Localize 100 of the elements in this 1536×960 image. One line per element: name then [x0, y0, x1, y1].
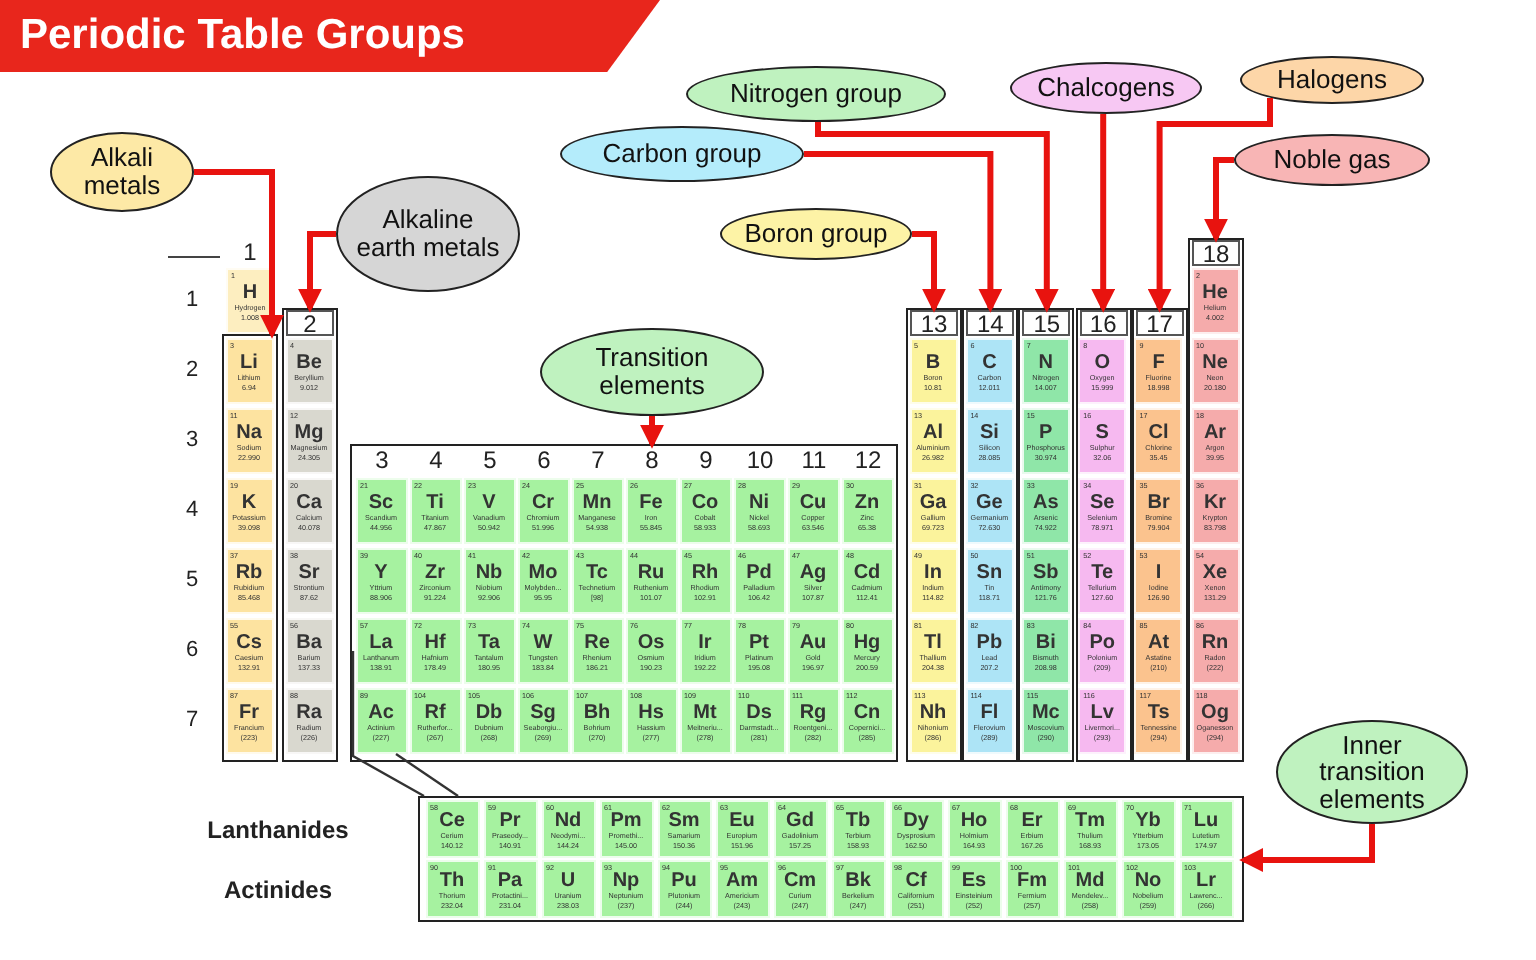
element-tile — [1121, 859, 1175, 917]
element-tile — [409, 617, 461, 683]
element-tile — [1021, 687, 1070, 753]
element-tile — [571, 547, 623, 613]
element-symbol: Er — [1021, 809, 1043, 831]
element-tile — [517, 547, 569, 613]
element-symbol: Cn — [853, 701, 881, 723]
element-tile — [1179, 799, 1233, 857]
element-symbol: Co — [691, 491, 719, 513]
element-symbol: Pr — [499, 809, 521, 831]
element-tile — [787, 687, 839, 753]
element-symbol: Nh — [919, 701, 947, 723]
arrow — [1204, 157, 1234, 243]
element-symbol: Fe — [639, 491, 663, 513]
element-symbol: Zn — [854, 491, 880, 513]
element-symbol: P — [1039, 421, 1053, 443]
element-tile — [965, 477, 1014, 543]
element-tile — [517, 687, 569, 753]
element-tile — [355, 547, 407, 613]
element-tile — [409, 477, 461, 543]
element-tile — [571, 617, 623, 683]
element-symbol: Nd — [554, 809, 582, 831]
group-column — [906, 308, 962, 762]
element-symbol: Db — [475, 701, 503, 723]
arrow — [1147, 98, 1273, 313]
period-number: 1 — [183, 286, 201, 314]
element-symbol: Po — [1089, 631, 1115, 653]
element-tile — [409, 687, 461, 753]
element-tile — [425, 859, 479, 917]
element-symbol: Lv — [1090, 701, 1114, 723]
element-tile — [909, 477, 957, 543]
element-symbol: B — [925, 351, 941, 373]
element-symbol: Fr — [239, 701, 259, 723]
element-tile — [625, 477, 677, 543]
element-tile — [355, 687, 407, 753]
group-number: 7 — [589, 448, 607, 474]
element-symbol: Tc — [586, 561, 608, 583]
element-symbol: Na — [236, 421, 262, 443]
element-symbol: Mc — [1031, 701, 1060, 723]
element-tile — [965, 407, 1014, 473]
group-number: 2 — [286, 310, 334, 336]
element-symbol: Ho — [960, 809, 988, 831]
element-tile — [463, 617, 515, 683]
element-symbol: Bk — [845, 869, 871, 891]
group-number: 11 — [799, 448, 829, 474]
element-tile — [909, 617, 957, 683]
element-tile — [889, 799, 943, 857]
element-symbol: Cd — [853, 561, 881, 583]
element-tile — [1134, 687, 1183, 753]
group-column — [282, 308, 338, 762]
element-symbol: Sc — [368, 491, 394, 513]
element-tile — [733, 547, 785, 613]
connector-line — [395, 753, 459, 797]
element-symbol: Li — [240, 351, 258, 373]
element-symbol: Kr — [1203, 491, 1227, 513]
element-tile — [679, 687, 731, 753]
element-tile — [909, 337, 957, 403]
element-tile — [1121, 799, 1175, 857]
group-number: 12 — [852, 448, 884, 474]
element-symbol: Lu — [1193, 809, 1219, 831]
element-symbol: Mg — [294, 421, 324, 443]
element-tile — [425, 799, 479, 857]
group-column — [1188, 238, 1244, 762]
element-tile — [463, 687, 515, 753]
element-tile — [965, 687, 1014, 753]
callout-text: Inner transition elements — [1317, 731, 1427, 813]
element-symbol: Ba — [296, 631, 322, 653]
element-symbol: Ne — [1202, 351, 1228, 373]
callout-text: Noble gas — [1273, 146, 1391, 174]
block-outline — [350, 444, 898, 762]
element-tile — [657, 799, 711, 857]
group-number: 8 — [643, 448, 661, 474]
element-tile — [599, 859, 653, 917]
element-tile — [285, 407, 333, 473]
element-tile — [517, 477, 569, 543]
arrow — [640, 416, 664, 449]
element-tile — [1191, 267, 1239, 333]
element-symbol: Ga — [919, 491, 947, 513]
element-tile — [355, 477, 407, 543]
element-symbol: Sm — [668, 809, 700, 831]
element-symbol: Ge — [976, 491, 1003, 513]
period-number: 7 — [183, 706, 201, 734]
element-symbol: Au — [799, 631, 827, 653]
element-symbol: Ni — [749, 491, 769, 513]
element-tile — [787, 617, 839, 683]
element-tile — [625, 617, 677, 683]
element-tile — [1191, 477, 1239, 543]
element-tile — [965, 617, 1014, 683]
element-tile — [1021, 547, 1070, 613]
element-symbol: Hg — [853, 631, 881, 653]
element-tile — [1078, 337, 1127, 403]
element-tile — [1063, 859, 1117, 917]
element-symbol: Sn — [976, 561, 1003, 583]
element-tile — [1134, 617, 1183, 683]
element-symbol: Pd — [746, 561, 772, 583]
element-tile — [1021, 337, 1070, 403]
element-symbol: Mn — [582, 491, 612, 513]
element-symbol: Cs — [236, 631, 262, 653]
element-tile — [1191, 407, 1239, 473]
element-symbol: Pu — [671, 869, 697, 891]
